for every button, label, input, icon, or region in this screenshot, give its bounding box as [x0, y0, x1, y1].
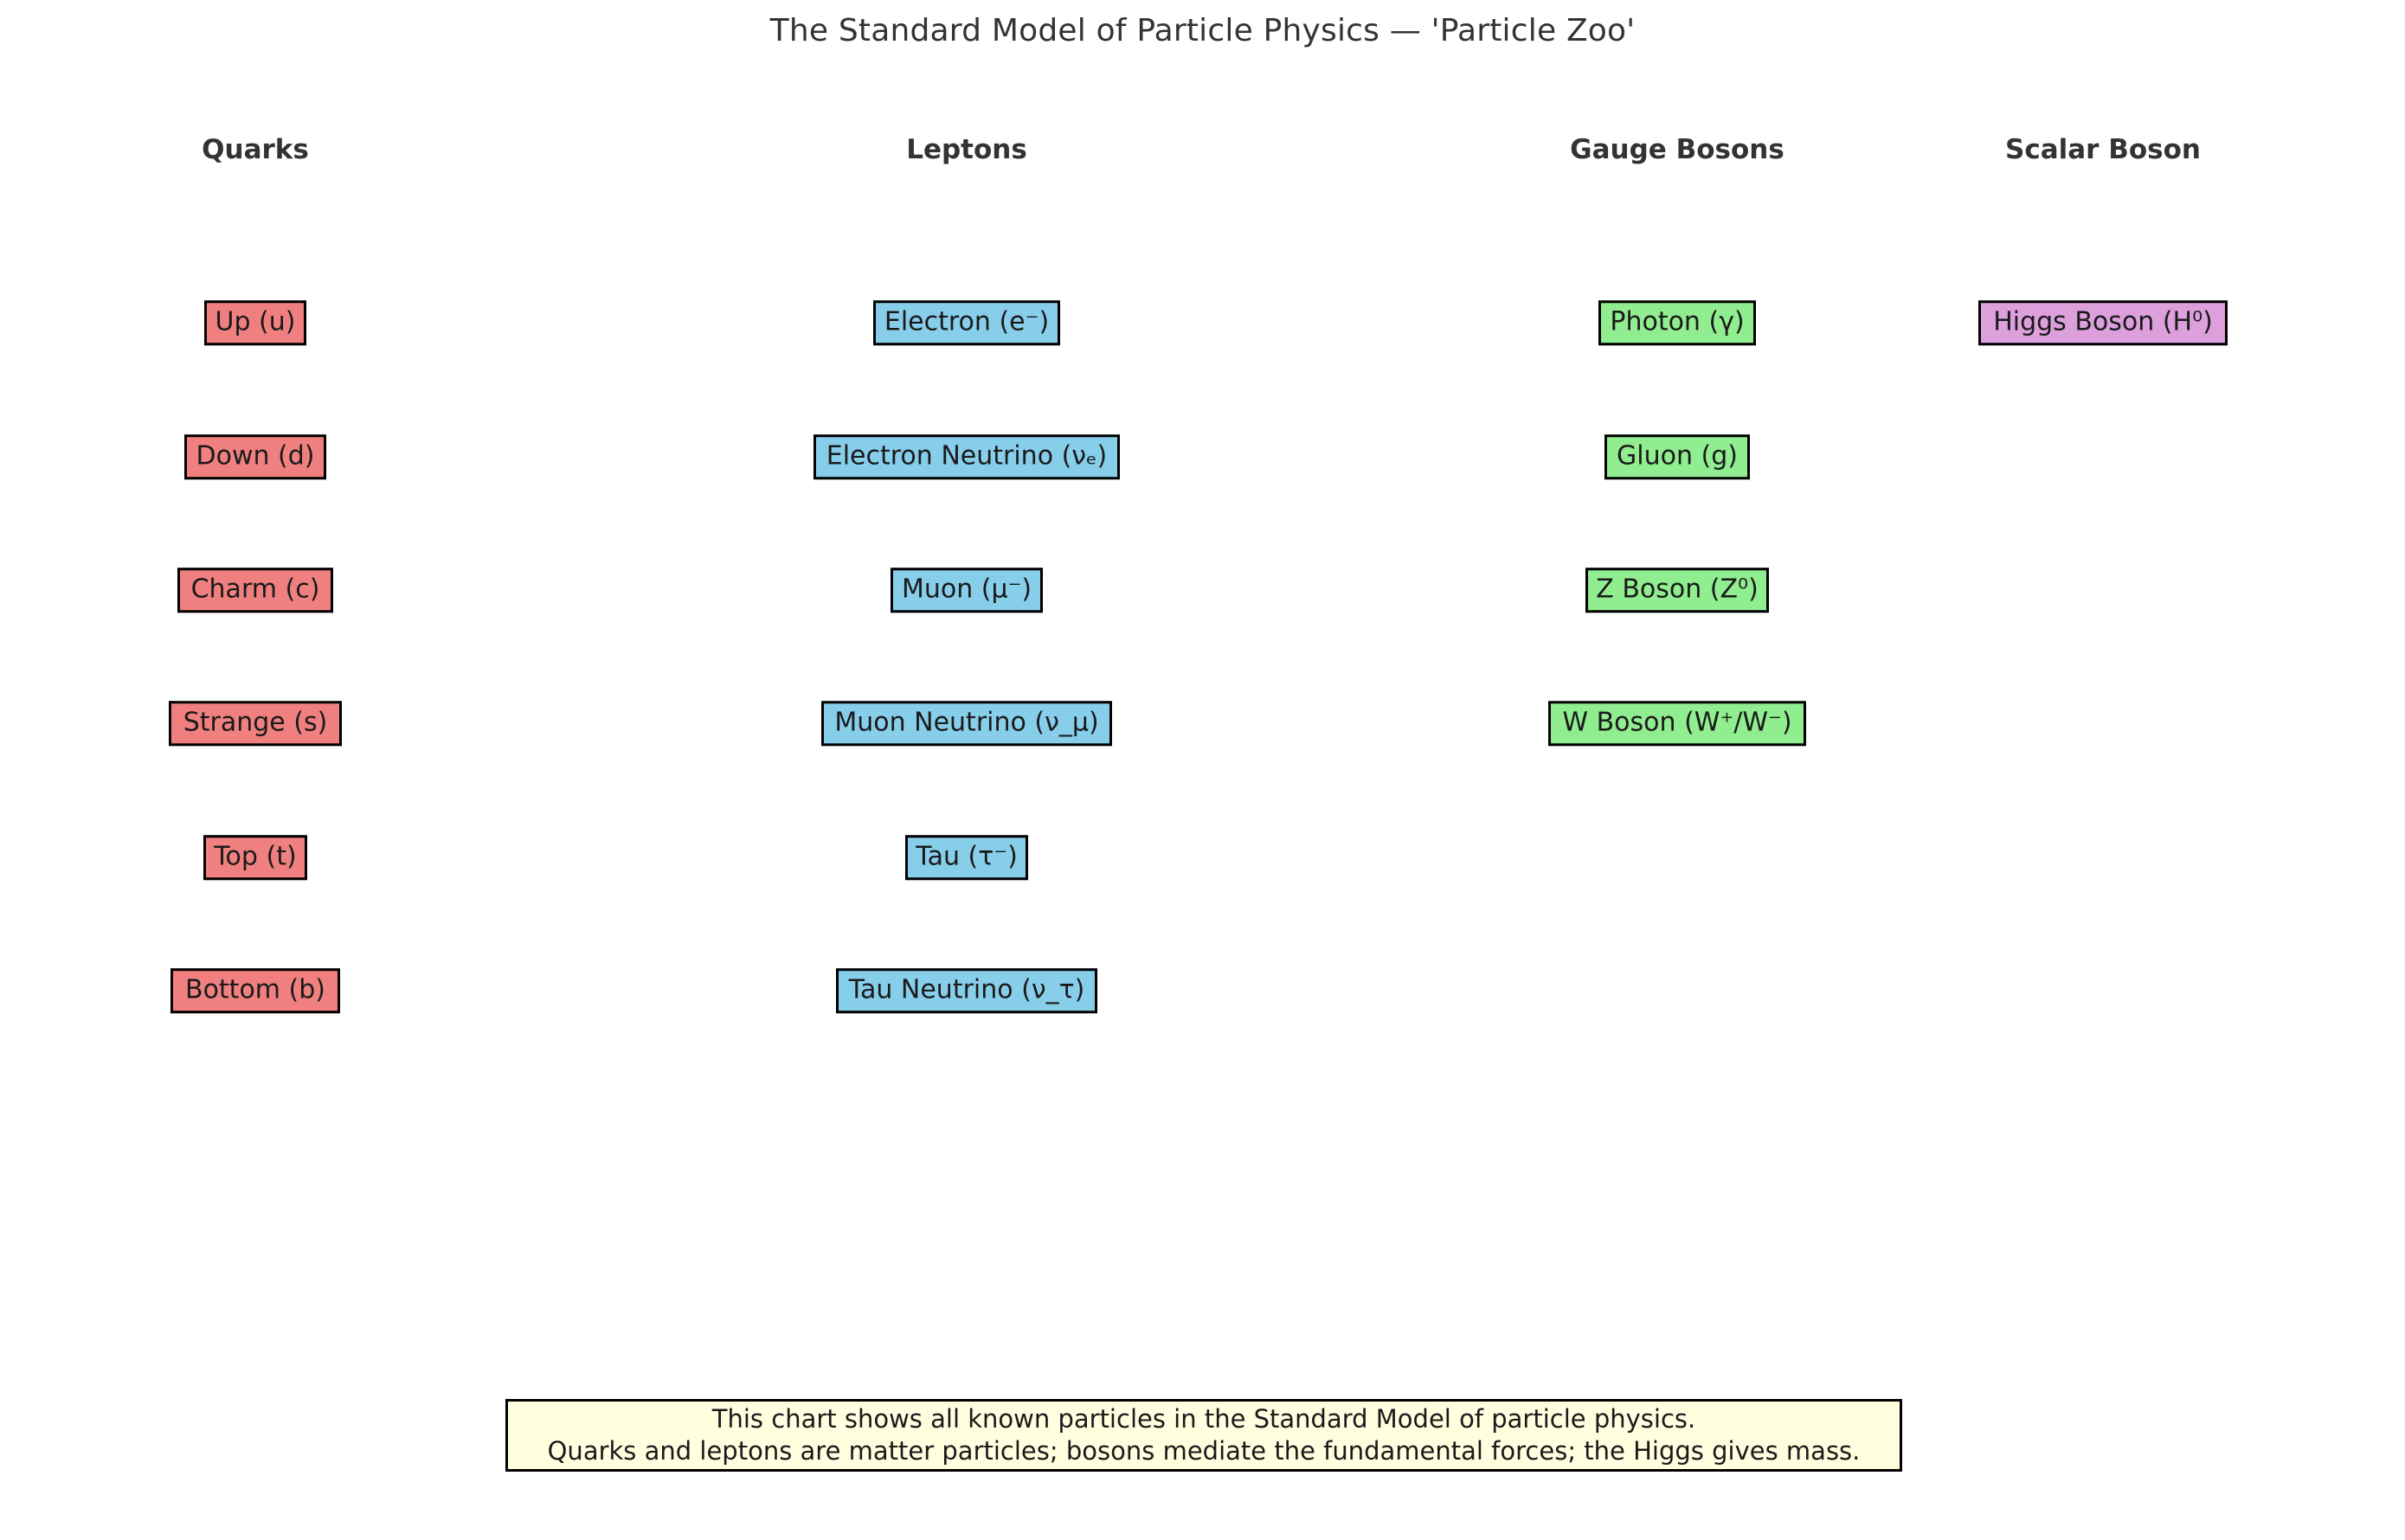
particle-label: Higgs Boson (H⁰) — [1993, 306, 2213, 337]
particle-label: Photon (γ) — [1610, 306, 1745, 337]
particle-label: Top (t) — [214, 841, 297, 872]
particle-label: Gluon (g) — [1617, 440, 1738, 472]
particle-label: W Boson (W⁺/W⁻) — [1562, 707, 1792, 738]
particle-box: Electron (e⁻) — [873, 300, 1060, 345]
particle-box: Muon (μ⁻) — [891, 568, 1043, 613]
particle-box: Strange (s) — [169, 701, 342, 746]
particle-box: Top (t) — [203, 835, 307, 880]
particle-label: Up (u) — [215, 306, 296, 337]
column-header-leptons: Leptons — [906, 134, 1027, 165]
footnote-line-2: Quarks and leptons are matter particles;… — [547, 1436, 1861, 1466]
particle-label: Down (d) — [196, 440, 315, 472]
particle-box: Muon Neutrino (ν_μ) — [821, 701, 1112, 746]
particle-box: Tau Neutrino (ν_τ) — [836, 968, 1097, 1013]
particle-box: Down (d) — [184, 434, 326, 479]
particle-label: Electron (e⁻) — [884, 306, 1050, 337]
particle-box: Higgs Boson (H⁰) — [1978, 300, 2228, 345]
particle-label: Z Boson (Z⁰) — [1596, 574, 1759, 605]
particle-label: Strange (s) — [183, 707, 328, 738]
particle-box: Tau (τ⁻) — [905, 835, 1028, 880]
particle-box: Up (u) — [204, 300, 306, 345]
particle-box: Bottom (b) — [170, 968, 340, 1013]
particle-box: Charm (c) — [177, 568, 333, 613]
particle-box: Electron Neutrino (νₑ) — [813, 434, 1120, 479]
particle-label: Charm (c) — [190, 574, 320, 605]
particle-label: Muon (μ⁻) — [901, 574, 1032, 605]
column-header-quarks: Quarks — [202, 134, 309, 165]
particle-box: W Boson (W⁺/W⁻) — [1548, 701, 1806, 746]
particle-label: Tau (τ⁻) — [916, 841, 1018, 872]
particle-box: Z Boson (Z⁰) — [1585, 568, 1769, 613]
column-header-scalar-boson: Scalar Boson — [2005, 134, 2201, 165]
particle-label: Muon Neutrino (ν_μ) — [834, 707, 1099, 738]
particle-label: Tau Neutrino (ν_τ) — [848, 974, 1085, 1005]
particle-label: Electron Neutrino (νₑ) — [826, 440, 1108, 472]
column-header-gauge-bosons: Gauge Bosons — [1570, 134, 1784, 165]
page-title: The Standard Model of Particle Physics —… — [769, 13, 1636, 48]
footnote-line-1: This chart shows all known particles in … — [711, 1403, 1696, 1434]
footnote-box: This chart shows all known particles in … — [505, 1399, 1902, 1472]
particle-box: Photon (γ) — [1598, 300, 1756, 345]
particle-box: Gluon (g) — [1604, 434, 1750, 479]
particle-label: Bottom (b) — [184, 974, 326, 1005]
